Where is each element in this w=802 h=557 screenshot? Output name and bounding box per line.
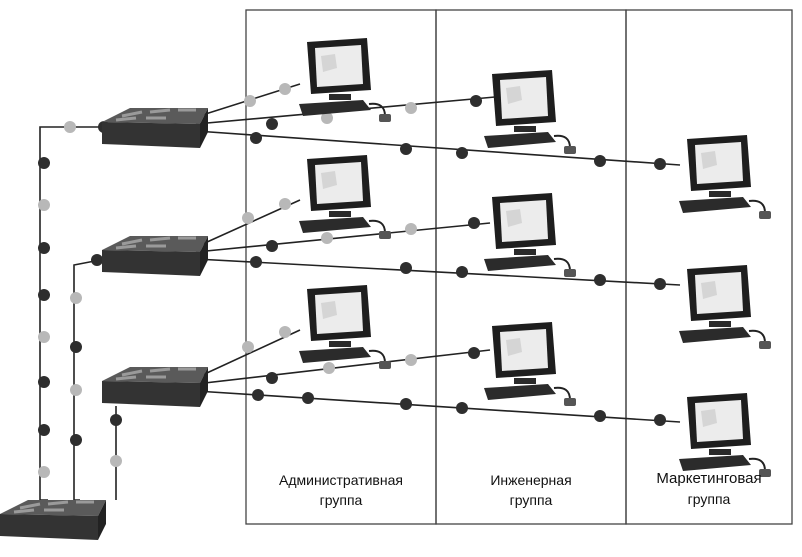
port-dot (38, 376, 50, 388)
port-dot (244, 95, 256, 107)
computer-icon (298, 154, 392, 240)
port-dot (468, 347, 480, 359)
computer-icon (483, 321, 577, 407)
group-label-engineering: Инженерная группа (436, 470, 626, 510)
port-dot (594, 274, 606, 286)
port-dot (321, 232, 333, 244)
computer-icon (483, 192, 577, 278)
port-dot (110, 414, 122, 426)
port-dot (38, 424, 50, 436)
switch-icon (100, 106, 210, 150)
port-dot (252, 389, 264, 401)
group-box-marketing (625, 9, 793, 525)
port-dot (405, 102, 417, 114)
port-dot (279, 83, 291, 95)
port-dot (38, 157, 50, 169)
port-dot (70, 434, 82, 446)
computer-icon (483, 69, 577, 155)
port-dot (302, 392, 314, 404)
switch-icon (100, 234, 210, 278)
group-suffix: группа (687, 491, 731, 507)
port-dot (70, 292, 82, 304)
port-dot (468, 217, 480, 229)
port-dot (38, 466, 50, 478)
group-name: Административная (279, 472, 403, 488)
computer-icon (298, 284, 392, 370)
port-dot (654, 278, 666, 290)
port-dot (38, 331, 50, 343)
port-dot (110, 455, 122, 467)
port-dot (279, 198, 291, 210)
switch-icon (100, 365, 210, 409)
port-dot (250, 256, 262, 268)
port-dot (279, 326, 291, 338)
switch-icon (0, 498, 108, 542)
port-dot (405, 223, 417, 235)
port-dot (38, 242, 50, 254)
port-dot (594, 410, 606, 422)
port-dot (405, 354, 417, 366)
port-dot (266, 118, 278, 130)
port-dot (266, 240, 278, 252)
port-dots (38, 83, 666, 478)
port-dot (242, 341, 254, 353)
port-dot (400, 143, 412, 155)
port-dot (321, 112, 333, 124)
port-dot (266, 372, 278, 384)
port-dot (654, 414, 666, 426)
port-dot (242, 212, 254, 224)
computer-icon (678, 264, 772, 350)
port-dot (38, 199, 50, 211)
port-dot (91, 254, 103, 266)
computer-icon (298, 37, 392, 123)
port-dot (70, 341, 82, 353)
port-dot (456, 402, 468, 414)
group-name: Маркетинговая (656, 470, 762, 487)
group-label-marketing: Маркетинговая группа (626, 469, 792, 509)
port-dot (250, 132, 262, 144)
group-suffix: группа (319, 492, 363, 508)
group-label-admin: Административная группа (246, 470, 436, 510)
port-dot (456, 147, 468, 159)
port-dot (64, 121, 76, 133)
computer-icon (678, 134, 772, 220)
port-dot (400, 398, 412, 410)
port-dot (400, 262, 412, 274)
group-suffix: группа (509, 492, 553, 508)
port-dot (456, 266, 468, 278)
port-dot (323, 362, 335, 374)
port-dot (654, 158, 666, 170)
port-dot (38, 289, 50, 301)
port-dot (70, 384, 82, 396)
port-dot (470, 95, 482, 107)
computer-icon (678, 392, 772, 478)
port-dot (594, 155, 606, 167)
group-name: Инженерная (490, 472, 572, 488)
